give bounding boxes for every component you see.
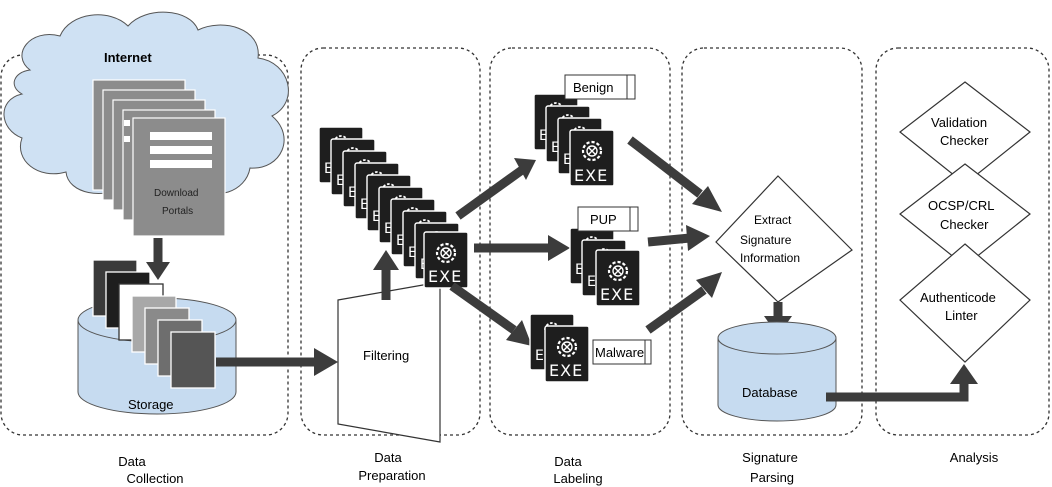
- internet-label: Internet: [104, 50, 152, 65]
- stored-files-stack: [92, 259, 216, 389]
- ocsp-line1: OCSP/CRL: [928, 198, 994, 213]
- arrow-pile-malware: [449, 282, 517, 334]
- validation-line1: Validation: [931, 115, 987, 130]
- arrow-pup-extract: [647, 233, 691, 247]
- authenticode-linter-diamond: [899, 243, 1031, 363]
- database-label: Database: [742, 385, 798, 400]
- database-cylinder: [717, 321, 837, 422]
- malware-exe-label: EXE: [549, 361, 583, 380]
- pup-tag: [577, 206, 631, 232]
- stage-analysis-label: Analysis: [950, 450, 999, 465]
- authenticode-line2: Linter: [945, 308, 978, 323]
- extract-line3: Information: [740, 251, 800, 265]
- ocsp-line2: Checker: [940, 217, 989, 232]
- stage-preparation-box: [300, 47, 481, 436]
- stage-collection-line2: Collection: [126, 471, 183, 486]
- stage-parsing-line1: Signature: [742, 450, 798, 465]
- validation-line2: Checker: [940, 133, 989, 148]
- extract-line2: Signature: [740, 233, 792, 247]
- stage-labeling-box: [489, 47, 671, 436]
- malware-label: Malware: [595, 345, 644, 360]
- benign-label: Benign: [573, 80, 613, 95]
- stage-collection-line1: Data: [118, 454, 146, 469]
- stage-labeling-line2: Labeling: [553, 471, 602, 486]
- filtering-label: Filtering: [363, 348, 409, 363]
- stage-labeling-line1: Data: [554, 454, 582, 469]
- arrow-malware-extract: [645, 286, 707, 334]
- arrow-database-analysis: [826, 382, 969, 402]
- pup-exe-label: EXE: [600, 285, 634, 304]
- pup-label: PUP: [590, 212, 617, 227]
- stage-preparation-line2: Preparation: [358, 468, 425, 483]
- arrow-benign-extract: [627, 136, 703, 198]
- portal-label-line1: Download: [154, 188, 198, 199]
- stage-parsing-line2: Parsing: [750, 470, 794, 485]
- benign-exe-label: EXE: [574, 166, 608, 185]
- stage-preparation-line1: Data: [374, 450, 402, 465]
- benign-tag: [564, 74, 628, 100]
- pile-exe-label: EXE: [428, 267, 462, 286]
- download-portals-stack: [92, 79, 226, 237]
- arrow-pile-benign: [455, 166, 525, 220]
- portal-label-line2: Portals: [162, 206, 193, 217]
- authenticode-line1: Authenticode: [920, 290, 996, 305]
- storage-label: Storage: [128, 397, 174, 412]
- filtering-block: [337, 281, 441, 443]
- extract-line1: Extract: [754, 213, 792, 227]
